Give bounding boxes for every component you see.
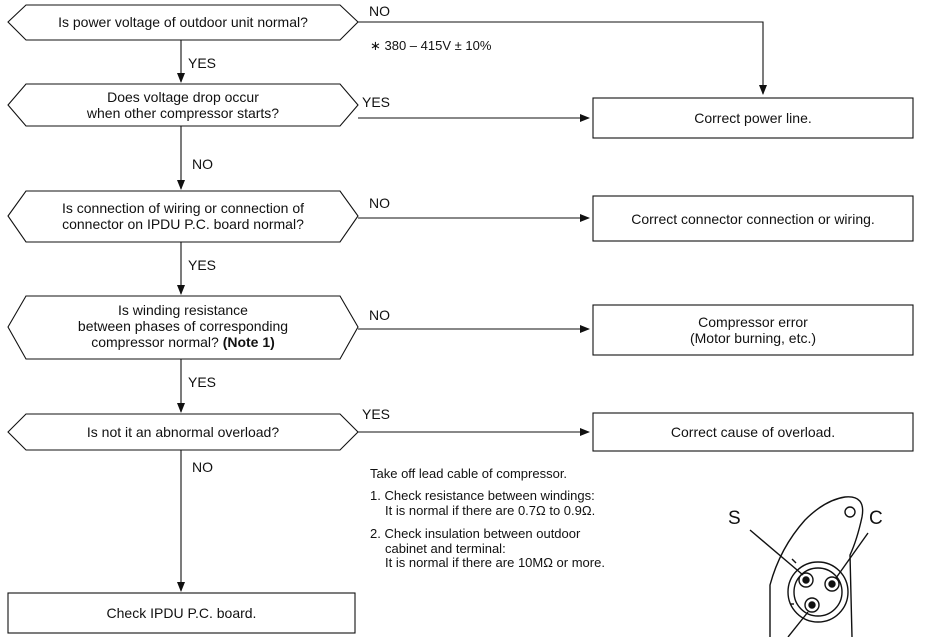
decision-shape-4: [7, 295, 359, 360]
note-item-number: 1.: [370, 488, 381, 503]
pointer-r: [787, 611, 809, 637]
decision-shape-3: [7, 190, 359, 243]
decision-line: when other compressor starts?: [86, 105, 280, 121]
terminal-c: [824, 576, 840, 592]
pointer-s: [749, 529, 804, 576]
note-item-1-line-2: It is normal if there are 0.7Ω to 0.9Ω.: [385, 503, 596, 518]
connector-d1-no: [358, 21, 767, 95]
decision-text-2: Does voltage drop occur when other compr…: [26, 89, 340, 121]
terminal-mark: [791, 558, 797, 564]
note-intro: Take off lead cable of compressor.: [370, 466, 568, 481]
action-line: Check IPDU P.C. board.: [106, 605, 257, 621]
note-line: Check resistance between windings:: [384, 488, 595, 503]
decision-shape-2: [7, 83, 359, 127]
action-text-5: Check IPDU P.C. board.: [8, 605, 355, 621]
action-box-2: [592, 195, 914, 242]
terminal-s-core: [802, 576, 810, 584]
terminal-label-c: C: [869, 508, 883, 529]
voltage-note: ∗ 380 – 415V ± 10%: [370, 38, 492, 53]
decision-text-5: Is not it an abnormal overload?: [26, 424, 340, 440]
compressor-terminal-drawing: [749, 496, 869, 637]
action-text-4: Correct cause of overload.: [593, 424, 913, 440]
decision-line: Is winding resistance: [118, 302, 248, 318]
label-d3-down: YES: [188, 257, 217, 273]
note-item-1: 1. Check resistance between windings:: [370, 488, 595, 503]
terminal-c-core: [828, 580, 836, 588]
terminal-block-inner: [793, 567, 843, 617]
decision-line: Is connection of wiring or connection of: [61, 200, 305, 216]
action-text-2: Correct connector connection or wiring.: [593, 211, 913, 227]
housing-hole: [844, 506, 856, 518]
label-d2-down: NO: [192, 156, 213, 172]
terminal-label-s: S: [728, 508, 741, 529]
terminal-r-core: [808, 601, 816, 609]
note-line: Check insulation between outdoor: [384, 526, 581, 541]
decision-line: connector on IPDU P.C. board normal?: [62, 216, 304, 232]
decision-text-4: Is winding resistance between phases of …: [26, 302, 340, 350]
decision-line: Is not it an abnormal overload?: [86, 424, 280, 440]
note-item-2: 2. Check insulation between outdoor: [370, 526, 580, 541]
action-text-1: Correct power line.: [593, 110, 913, 126]
note-item-number: 2.: [370, 526, 381, 541]
note-item-2-line-2: cabinet and terminal:: [385, 541, 506, 556]
action-box-1: [592, 97, 914, 139]
action-box-5: [7, 592, 356, 634]
label-d1-right: NO: [369, 3, 390, 19]
label-d2-right: YES: [362, 94, 391, 110]
decision-line-text: compressor normal?: [91, 334, 219, 350]
action-box-4: [592, 412, 914, 452]
action-line: Correct connector connection or wiring.: [631, 211, 875, 227]
decision-line: compressor normal? (Note 1): [26, 334, 340, 350]
label-d5-right: YES: [362, 406, 391, 422]
label-d4-right: NO: [369, 307, 390, 323]
action-text-3: Compressor error (Motor burning, etc.): [593, 314, 913, 346]
label-d1-down: YES: [188, 55, 217, 71]
note-reference: (Note 1): [222, 334, 275, 350]
action-line: Correct power line.: [694, 110, 812, 126]
decision-text-3: Is connection of wiring or connection of…: [26, 200, 340, 232]
note-item-2-line-3: It is normal if there are 10MΩ or more.: [385, 555, 605, 570]
label-d5-down: NO: [192, 459, 213, 475]
label-d3-right: NO: [369, 195, 390, 211]
action-box-3: [592, 304, 914, 356]
terminal-r: [804, 597, 820, 613]
action-line: (Motor burning, etc.): [689, 330, 817, 346]
decision-line: Is power voltage of outdoor unit normal?: [58, 14, 308, 30]
label-d4-down: YES: [188, 374, 217, 390]
pointer-c: [835, 532, 869, 579]
terminal-block: [787, 561, 849, 623]
terminal-housing: [769, 496, 864, 637]
decision-line: between phases of corresponding: [77, 318, 289, 334]
action-line: Compressor error: [698, 314, 808, 330]
action-line: Correct cause of overload.: [670, 424, 836, 440]
decision-text-1: Is power voltage of outdoor unit normal?: [26, 14, 340, 30]
decision-line: Does voltage drop occur: [107, 89, 259, 105]
terminal-s: [798, 572, 814, 588]
